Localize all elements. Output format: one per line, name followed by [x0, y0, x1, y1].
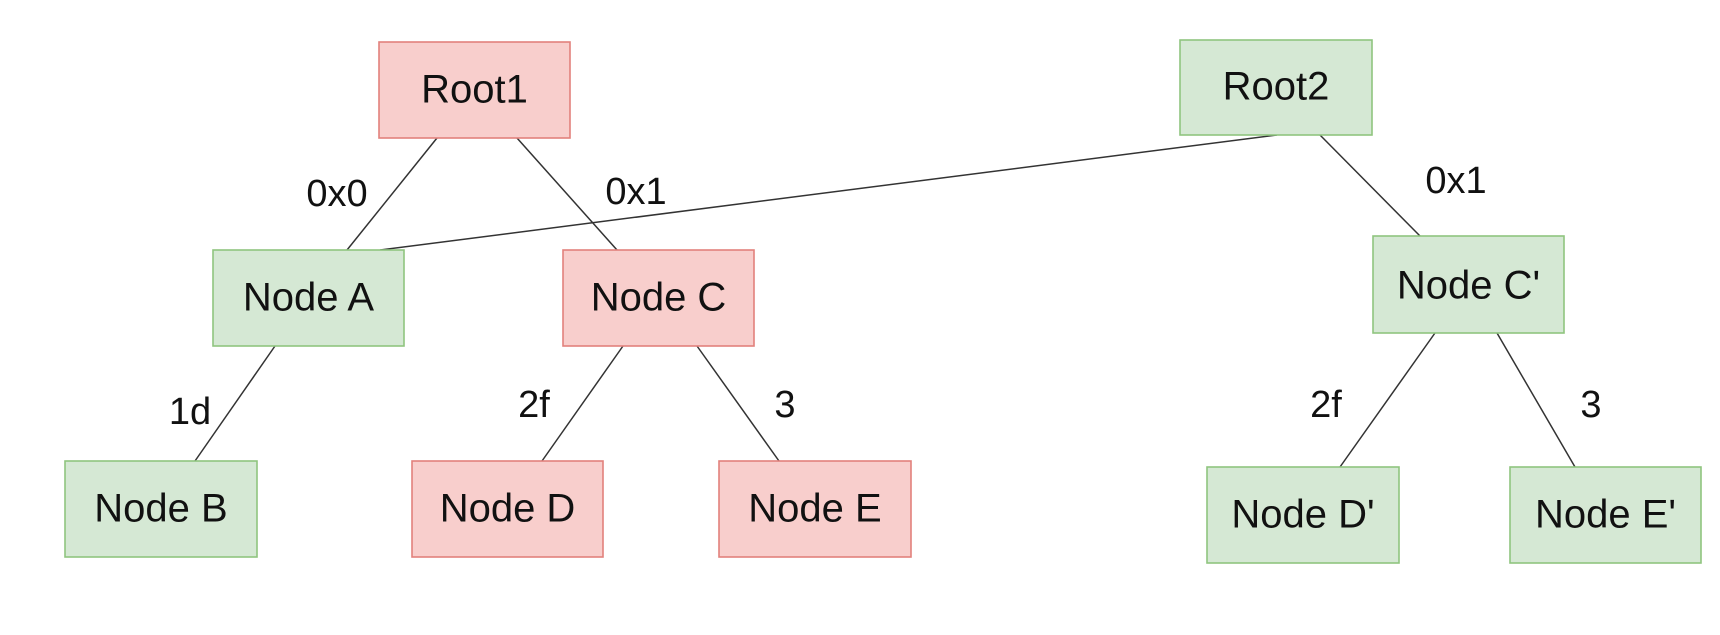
node-a: Node A	[212, 249, 405, 347]
edge-root2-node-c-prime	[1319, 134, 1421, 237]
node-root1: Root1	[378, 41, 571, 139]
node-root1-label: Root1	[421, 68, 528, 112]
edge-label-root1-node-a: 0x0	[306, 173, 367, 215]
node-d-prime: Node D'	[1206, 466, 1400, 564]
node-root2-label: Root2	[1223, 65, 1330, 109]
node-c-box	[562, 249, 755, 347]
edge-label-node-c-prime-node-e-prime: 3	[1580, 384, 1601, 426]
node-a-box	[212, 249, 405, 347]
edge-label-root2-node-c-prime: 0x1	[1425, 160, 1486, 202]
node-a-label: Node A	[243, 276, 375, 320]
node-e-label: Node E	[748, 487, 881, 531]
edge-node-c-node-e	[696, 345, 780, 462]
edge-node-c-prime-node-e-prime	[1496, 332, 1576, 468]
edge-root1-node-a	[346, 137, 438, 251]
edge-label-node-c-prime-node-d-prime: 2f	[1310, 384, 1342, 426]
edge-root1-node-c	[516, 137, 618, 251]
node-c: Node C	[562, 249, 755, 347]
node-c-label: Node C	[591, 276, 727, 320]
node-d-label: Node D	[440, 487, 576, 531]
node-e: Node E	[718, 460, 912, 558]
edge-label-root1-node-c: 0x1	[605, 171, 666, 213]
edge-node-c-prime-node-d-prime	[1339, 332, 1436, 468]
node-e-prime-label: Node E'	[1535, 493, 1676, 537]
edge-label-node-c-node-e: 3	[774, 384, 795, 426]
node-e-prime-box	[1509, 466, 1702, 564]
node-d-box	[411, 460, 604, 558]
node-d-prime-box	[1206, 466, 1400, 564]
node-root1-box	[378, 41, 571, 139]
node-b-box	[64, 460, 258, 558]
node-c-prime-box	[1372, 235, 1565, 334]
edge-label-node-a-node-b: 1d	[169, 391, 211, 433]
node-e-box	[718, 460, 912, 558]
node-root2: Root2	[1179, 39, 1373, 136]
node-d: Node D	[411, 460, 604, 558]
node-e-prime: Node E'	[1509, 466, 1702, 564]
node-c-prime-label: Node C'	[1397, 264, 1540, 308]
node-d-prime-label: Node D'	[1231, 493, 1374, 537]
edge-node-c-node-d	[541, 345, 624, 462]
node-b-label: Node B	[94, 487, 227, 531]
node-root2-box	[1179, 39, 1373, 136]
node-b: Node B	[64, 460, 258, 558]
edge-label-node-c-node-d: 2f	[518, 384, 550, 426]
edge-node-a-node-b	[194, 345, 276, 462]
edge-root2-node-a	[379, 134, 1278, 251]
node-c-prime: Node C'	[1372, 235, 1565, 334]
